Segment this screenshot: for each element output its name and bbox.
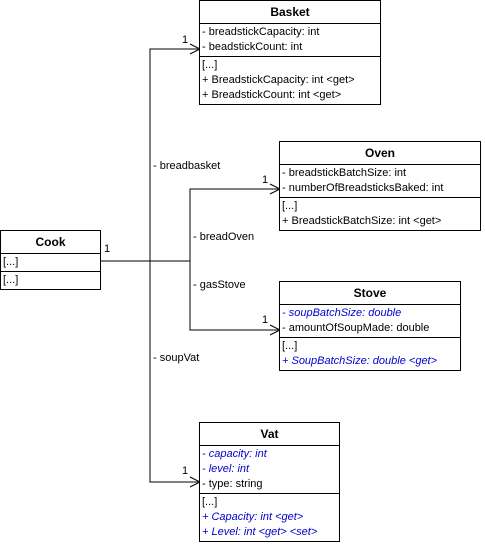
basket-operation: [...]: [202, 59, 218, 71]
vat-operation-abstract: + Capacity: int <get>: [202, 511, 304, 523]
basket-attribute: - breadstickCapacity: int: [202, 26, 320, 38]
class-cook[interactable]: Cook [...] [...]: [0, 230, 101, 290]
basket-attribute: - beadstickCount: int: [202, 41, 303, 53]
class-stove-attributes: - soupBatchSize: double - amountOfSoupMa…: [280, 305, 460, 338]
class-basket-title: Basket: [200, 1, 380, 24]
cook-attribute: [...]: [3, 256, 19, 268]
vat-attribute: - type: string: [202, 478, 263, 490]
oven-operation: + BreadstickBatchSize: int <get>: [282, 215, 442, 227]
role-label-breadbasket: - breadbasket: [153, 160, 221, 173]
class-oven-title: Oven: [280, 142, 480, 165]
basket-operation: + BreadstickCapacity: int <get>: [202, 74, 355, 86]
class-oven[interactable]: Oven - breadstickBatchSize: int - number…: [279, 141, 481, 231]
class-vat-operations: [...] + Capacity: int <get> + Level: int…: [200, 494, 339, 541]
association-line-soupvat: [149, 261, 198, 483]
role-label-breadoven: - breadOven: [193, 231, 255, 244]
role-label-soupvat: - soupVat: [153, 352, 200, 365]
class-vat-attributes: - capacity: int - level: int - type: str…: [200, 446, 339, 494]
association-line-breadbasket: [100, 48, 198, 262]
stove-operation: [...]: [282, 340, 298, 352]
class-oven-attributes: - breadstickBatchSize: int - numberOfBre…: [280, 165, 480, 198]
class-vat[interactable]: Vat - capacity: int - level: int - type:…: [199, 422, 340, 542]
vat-attribute-abstract: - level: int: [202, 463, 250, 475]
oven-attribute: - breadstickBatchSize: int: [282, 167, 407, 179]
class-basket-operations: [...] + BreadstickCapacity: int <get> + …: [200, 57, 380, 104]
vat-operation: [...]: [202, 496, 218, 508]
role-label-gasstove: - gasStove: [193, 279, 246, 292]
stove-operation-abstract: + SoupBatchSize: double <get>: [282, 355, 438, 367]
association-line-breadoven: [150, 188, 278, 262]
class-stove[interactable]: Stove - soupBatchSize: double - amountOf…: [279, 281, 461, 371]
oven-multiplicity: 1: [262, 174, 269, 186]
class-stove-operations: [...] + SoupBatchSize: double <get>: [280, 338, 460, 370]
vat-operation-abstract: + Level: int <get> <set>: [202, 526, 318, 538]
class-basket[interactable]: Basket - breadstickCapacity: int - beads…: [199, 0, 381, 105]
oven-operation: [...]: [282, 200, 298, 212]
class-stove-title: Stove: [280, 282, 460, 305]
vat-multiplicity: 1: [182, 465, 189, 477]
vat-attribute-abstract: - capacity: int: [202, 448, 267, 460]
cook-operation: [...]: [3, 274, 19, 286]
cook-multiplicity: 1: [104, 243, 111, 255]
association-line-gasstove: [189, 261, 278, 331]
basket-multiplicity: 1: [182, 34, 189, 46]
basket-operation: + BreadstickCount: int <get>: [202, 89, 342, 101]
stove-attribute: - amountOfSoupMade: double: [282, 322, 430, 334]
class-cook-operations: [...]: [1, 272, 100, 289]
class-oven-operations: [...] + BreadstickBatchSize: int <get>: [280, 198, 480, 230]
class-basket-attributes: - breadstickCapacity: int - beadstickCou…: [200, 24, 380, 57]
class-cook-attributes: [...]: [1, 254, 100, 272]
stove-attribute-abstract: - soupBatchSize: double: [282, 307, 402, 319]
stove-multiplicity: 1: [262, 314, 269, 326]
oven-attribute: - numberOfBreadsticksBaked: int: [282, 182, 444, 194]
class-cook-title: Cook: [1, 231, 100, 254]
class-vat-title: Vat: [200, 423, 339, 446]
